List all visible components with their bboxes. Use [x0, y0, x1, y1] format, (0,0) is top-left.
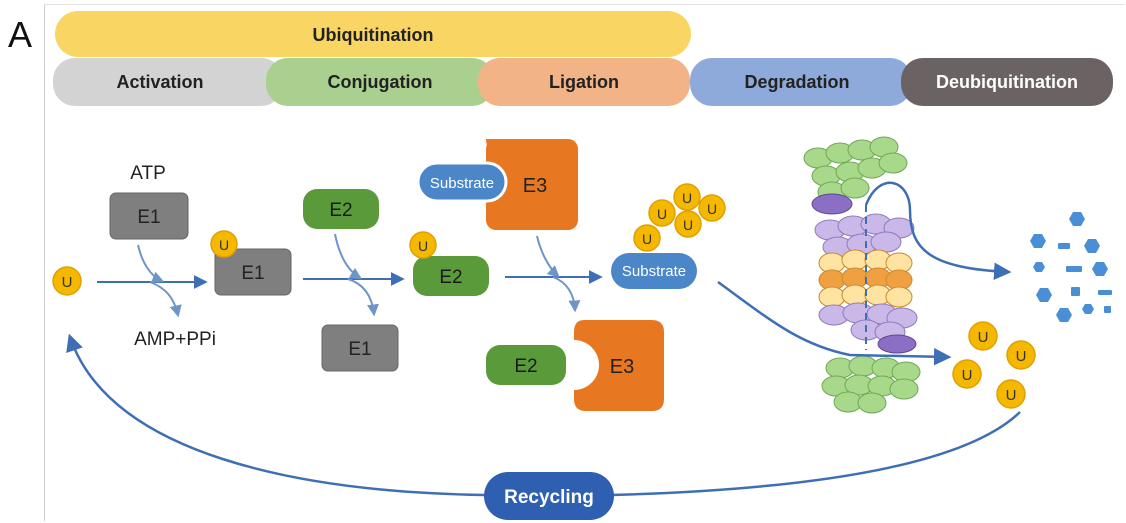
ubiquitin-released: U U U U — [952, 321, 1036, 409]
proteasome-lid — [877, 334, 917, 354]
e2-e3-out-arrow — [552, 276, 581, 313]
proteasome-cap-bottom — [821, 355, 921, 414]
e3-released: E3 — [574, 320, 664, 411]
e2-label: E2 — [329, 200, 352, 221]
stage-conjugation: Conjugation — [266, 58, 494, 106]
proteasome-lid — [811, 193, 853, 215]
e1-label: E1 — [241, 263, 264, 284]
stage-activation-label: Activation — [116, 72, 203, 92]
ubiquitin-label: U — [707, 201, 717, 217]
e3-in-arrow — [536, 235, 560, 278]
e2-label: E2 — [439, 267, 462, 288]
e2-label: E2 — [514, 356, 537, 377]
ubiquitin-label: U — [418, 238, 428, 254]
ubiquitin-label: U — [962, 367, 973, 384]
e2-released: E2 — [486, 345, 566, 385]
proteasome-beta-rings — [818, 249, 913, 308]
atp-in-arrow — [137, 244, 165, 283]
stage-deubiquitination-label: Deubiquitination — [936, 72, 1078, 92]
recycling-arrow — [66, 333, 1021, 497]
stage-conjugation-label: Conjugation — [328, 72, 433, 92]
e2-in-arrow — [334, 233, 363, 280]
e3-label: E3 — [523, 175, 547, 197]
stage-activation: Activation — [53, 58, 283, 106]
peptide-fragments — [1030, 212, 1112, 322]
atp-label: ATP — [130, 163, 166, 184]
ubiquitination-label: Ubiquitination — [313, 25, 434, 45]
ubiquitin-label: U — [642, 231, 652, 247]
e1-out-arrow — [347, 278, 379, 317]
ubiquitination-band: Ubiquitination — [55, 11, 691, 57]
stage-ligation: Ligation — [478, 58, 690, 106]
ubiquitin-label: U — [1006, 387, 1017, 404]
ubiquitin-label: U — [683, 217, 693, 233]
substrate-label: Substrate — [622, 263, 686, 280]
substrate-label: Substrate — [430, 175, 494, 192]
e3-substrate-complex: E3 Substrate — [416, 139, 578, 230]
peptide-exit-arrow — [864, 181, 1012, 281]
e1-label: E1 — [137, 207, 160, 228]
ubiquitin-label: U — [62, 274, 73, 291]
ubiquitin-label: U — [1016, 348, 1027, 365]
stage-ligation-label: Ligation — [549, 72, 619, 92]
substrate-to-proteasome-arrow — [717, 280, 952, 366]
amp-ppi-label: AMP+PPi — [134, 329, 216, 350]
ubiquitin-free: U — [52, 266, 82, 296]
ubiquitin-label: U — [657, 206, 667, 222]
stage-degradation-label: Degradation — [744, 72, 849, 92]
e1-enzyme: E1 — [109, 192, 189, 240]
e1-released: E1 — [321, 324, 399, 372]
ubiquitin-label: U — [682, 190, 692, 206]
amp-out-arrow — [149, 281, 182, 318]
e1-ubiquitin-complex: E1 U — [210, 230, 292, 296]
e2-ubiquitin-complex: E2 U — [409, 231, 489, 296]
e3-label: E3 — [610, 356, 634, 378]
proteasome-cap-top — [803, 136, 908, 203]
stage-deubiquitination: Deubiquitination — [901, 58, 1113, 106]
recycling-label: Recycling — [504, 487, 594, 508]
e2-enzyme: E2 — [303, 189, 379, 229]
ubiquitin-label: U — [219, 237, 229, 253]
ubiquitin-chain: U U U U U — [633, 183, 726, 252]
polyubiquitinated-substrate: Substrate U U U U U — [611, 183, 726, 289]
stage-degradation: Degradation — [690, 58, 912, 106]
figure-frame — [44, 4, 1125, 521]
recycling-badge: Recycling — [484, 472, 614, 520]
proteasome-alpha-ring-top — [814, 213, 915, 258]
ubiquitin-label: U — [978, 329, 989, 346]
e1-label: E1 — [348, 339, 371, 360]
proteasome — [803, 136, 921, 414]
panel-letter: A — [8, 14, 33, 55]
